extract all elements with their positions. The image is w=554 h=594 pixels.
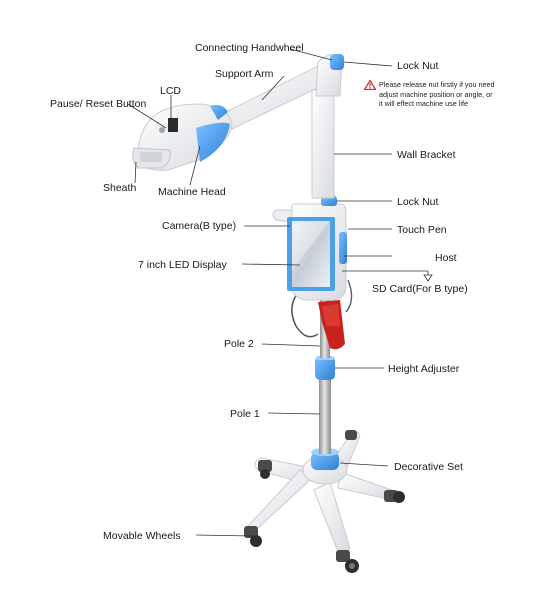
- cable: [291, 289, 319, 338]
- label-decorative-set: Decorative Set: [394, 461, 463, 473]
- led-display: [287, 217, 335, 291]
- lcd-screen: [168, 118, 178, 132]
- label-led-display: 7 inch LED Display: [138, 259, 227, 271]
- leader-lines: [127, 48, 429, 537]
- warning-line-2: adjust machine position or angle, or: [379, 89, 493, 99]
- pause-reset-button-shape: [159, 127, 165, 133]
- label-connecting-handwheel: Connecting Handwheel: [195, 42, 304, 54]
- wheel-left-back: [258, 460, 272, 479]
- label-machine-head: Machine Head: [158, 186, 226, 198]
- label-pole-2: Pole 2: [224, 338, 254, 350]
- label-pole-1: Pole 1: [230, 408, 260, 420]
- machine-head: [132, 103, 233, 171]
- label-touch-pen: Touch Pen: [397, 224, 447, 236]
- label-camera: Camera(B type): [162, 220, 237, 232]
- sd-card-arrow: [423, 274, 433, 282]
- label-host: Host: [435, 252, 457, 264]
- height-adjuster: [315, 356, 335, 380]
- label-lock-nut-mid: Lock Nut: [397, 196, 439, 208]
- label-sd-card: SD Card(For B type): [372, 283, 468, 295]
- wheel-back: [345, 430, 357, 440]
- label-height-adjuster: Height Adjuster: [388, 363, 460, 375]
- warning-line-3: it will effect machine use life: [379, 99, 468, 108]
- label-lcd: LCD: [160, 85, 182, 97]
- label-movable-wheels: Movable Wheels: [103, 530, 181, 542]
- wheels: [244, 430, 405, 573]
- label-wall-bracket: Wall Bracket: [397, 149, 456, 161]
- wheel-left-front: [244, 526, 262, 547]
- pole-1: [319, 378, 331, 454]
- lock-nut-top: [330, 54, 344, 70]
- label-support-arm: Support Arm: [215, 68, 274, 80]
- warning-icon: [364, 80, 376, 90]
- label-pause-reset-button: Pause/ Reset Button: [50, 98, 147, 110]
- warning-line-1: Please release nut firstly if you need: [379, 80, 495, 89]
- wall-bracket: [311, 89, 335, 199]
- wheel-front: [336, 550, 359, 573]
- label-sheath: Sheath: [103, 182, 137, 194]
- wheel-right: [384, 490, 405, 503]
- label-lock-nut-top: Lock Nut: [397, 60, 439, 72]
